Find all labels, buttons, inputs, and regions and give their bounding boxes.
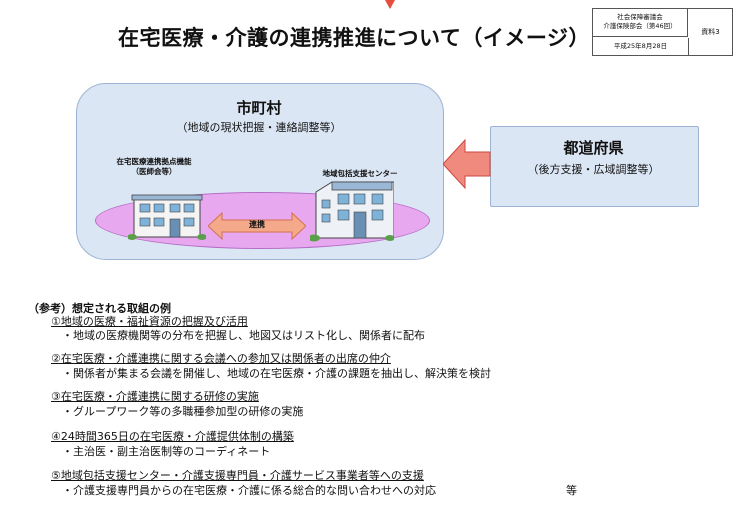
reference-item-5-heading: ⑤地域包括支援センター・介護支援専門員・介護サービス事業者等への支援 [51, 469, 424, 482]
reference-heading: （参考）想定される取組の例 [28, 302, 171, 315]
reference-item-4-detail: ・主治医・副主治医制等のコーディネート [62, 445, 271, 458]
reference-item-1-detail: ・地域の医療機関等の分布を把握し、地図又はリスト化し、関係者に配布 [62, 329, 425, 342]
stamp-line1: 社会保障審議会 [617, 13, 663, 21]
building-center-icon [310, 181, 394, 242]
prefecture-panel [490, 126, 699, 207]
hub-label-line2: （医師会等） [131, 167, 177, 176]
reference-item-3-detail: ・グループワーク等の多職種参加型の研修の実施 [62, 405, 304, 418]
stamp-line2: 介護保険部会（第46回） [603, 22, 677, 30]
stamp-doc-no: 資料3 [701, 28, 720, 36]
prefecture-subtitle: （後方支援・広域調整等） [527, 163, 660, 176]
reference-item-4-heading: ④24時間365日の在宅医療・介護提供体制の構築 [51, 430, 294, 443]
municipality-subtitle: （地域の現状把握・連絡調整等） [176, 121, 342, 134]
building-hub-icon [128, 194, 206, 240]
stamp-date: 平成25年8月28日 [593, 38, 689, 55]
stamp-council: 社会保障審議会 介護保険部会（第46回） [593, 9, 688, 37]
center-label: 地域包括支援センター [322, 169, 398, 178]
reference-item-3-heading: ③在宅医療・介護連携に関する研修の実施 [51, 390, 259, 403]
link-arrow-icon [208, 212, 306, 240]
reference-item-1-heading: ①地域の医療・福祉資源の把握及び活用 [51, 315, 248, 328]
reference-item-5-detail: ・介護支援専門員からの在宅医療・介護に係る総合的な問い合わせへの対応 [62, 484, 436, 497]
top-marker-arrow [385, 0, 395, 9]
municipality-title: 市町村 [236, 99, 282, 117]
document-stamp: 社会保障審議会 介護保険部会（第46回） 平成25年8月28日 資料3 [592, 8, 733, 56]
reference-item-2-heading: ②在宅医療・介護連携に関する会議への参加又は関係者の出席の仲介 [51, 352, 391, 365]
reference-etc: 等 [566, 484, 577, 497]
hub-label-line1: 在宅医療連携拠点機能 [116, 157, 192, 166]
reference-item-2-detail: ・関係者が集まる会議を開催し、地域の在宅医療・介護の課題を抽出し、解決策を検討 [62, 367, 491, 380]
page-title: 在宅医療・介護の連携推進について（イメージ） [118, 26, 590, 50]
prefecture-title: 都道府県 [563, 139, 624, 157]
link-label: 連携 [249, 220, 265, 229]
support-arrow [443, 138, 491, 190]
hub-label: 在宅医療連携拠点機能 （医師会等） [100, 157, 208, 177]
